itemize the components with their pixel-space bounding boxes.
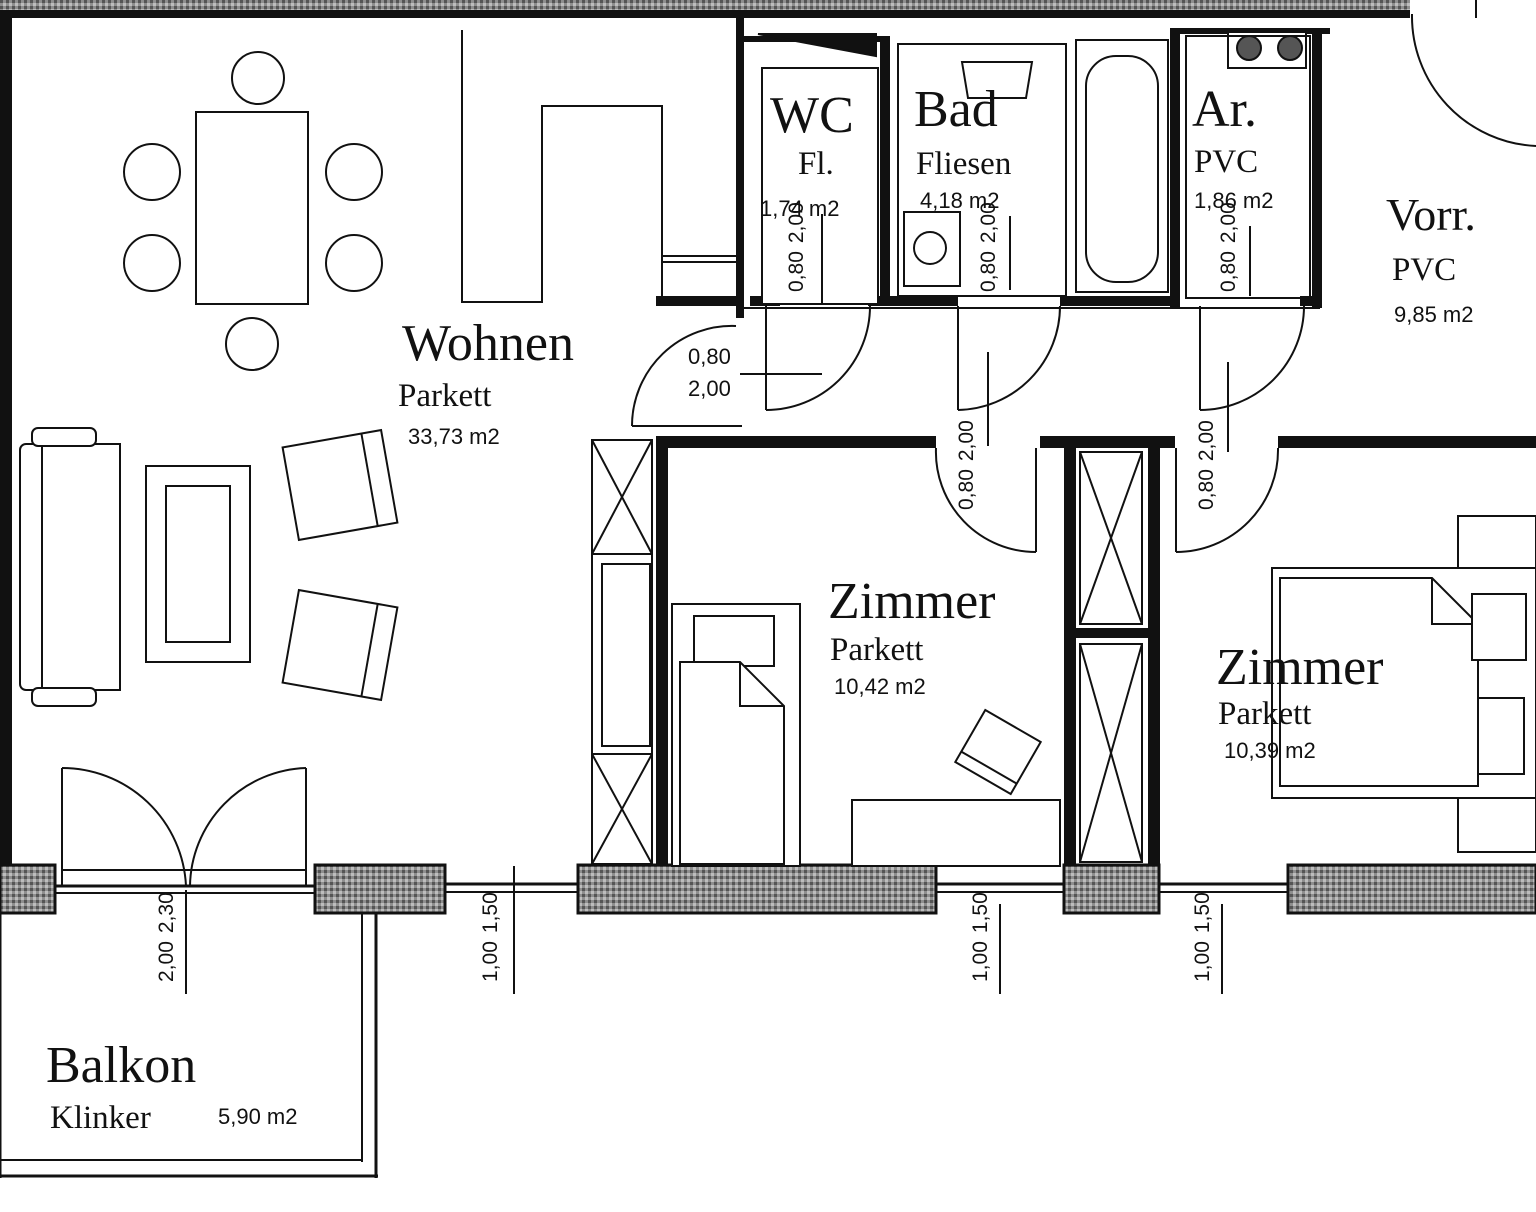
bedroom2-furniture <box>1271 515 1536 853</box>
sofa <box>19 427 251 707</box>
bad-name: Bad <box>914 81 998 138</box>
wohnen-door-height: 2,00 <box>688 376 731 401</box>
wc-area: 1,74 m2 <box>760 196 840 221</box>
wohnen-name: Wohnen <box>402 315 574 372</box>
closet <box>1079 451 1143 863</box>
ar-material: PVC <box>1194 144 1259 180</box>
zimmer2-door-dims: 0,80 2,00 <box>1195 420 1218 510</box>
bad-door-width: 0,80 <box>977 251 1000 292</box>
wohnen-window-dims: 1,00 1,50 <box>479 892 502 982</box>
wohnen-window-width: 1,00 <box>479 941 502 982</box>
bad-material: Fliesen <box>916 146 1012 182</box>
bad-area: 4,18 m2 <box>920 188 1000 213</box>
ar-door-width: 0,80 <box>1217 251 1240 292</box>
wohnen-door-dims: 0,80 2,00 <box>688 346 731 400</box>
windows <box>55 882 1288 894</box>
kitchen-counter <box>461 30 736 303</box>
zimmer1-window-dims: 1,00 1,50 <box>969 892 992 982</box>
zimmer2-area: 10,39 m2 <box>1224 738 1316 763</box>
vorr-material: PVC <box>1392 252 1457 288</box>
balcony-door-width: 2,00 <box>155 941 178 982</box>
bathroom-fixtures <box>757 31 1311 305</box>
wc-name: WC <box>770 87 854 144</box>
zimmer1-door-width: 0,80 <box>955 469 978 510</box>
zimmer1-door-height: 2,00 <box>955 420 978 462</box>
zimmer2-material: Parkett <box>1218 696 1312 732</box>
zimmer1-door-dims: 0,80 2,00 <box>955 420 978 510</box>
zimmer1-area: 10,42 m2 <box>834 674 926 699</box>
bad-door-height: 2,00 <box>977 202 1000 244</box>
balkon-name: Balkon <box>46 1037 197 1094</box>
ar-door-height: 2,00 <box>1217 202 1240 244</box>
balcony <box>0 913 378 1178</box>
zimmer1-name: Zimmer <box>828 573 996 630</box>
balcony-door-height: 2,30 <box>155 892 178 934</box>
zimmer2-door-width: 0,80 <box>1195 469 1218 510</box>
dining-table <box>123 51 383 371</box>
balkon-area: 5,90 m2 <box>218 1104 298 1129</box>
armchairs <box>281 428 399 702</box>
wc-door-width: 0,80 <box>785 251 808 292</box>
vorr-name: Vorr. <box>1386 189 1476 240</box>
zimmer2-window-width: 1,00 <box>1191 941 1214 982</box>
door-swings <box>631 0 1536 553</box>
zimmer2-name: Zimmer <box>1216 639 1384 696</box>
zimmer1-window-height: 1,50 <box>969 892 992 934</box>
wc-door-dims: 0,80 2,00 <box>785 202 808 292</box>
balcony-door-dims: 2,00 2,30 <box>155 892 178 982</box>
zimmer1-material: Parkett <box>830 632 924 668</box>
dimension-lines <box>185 214 1251 994</box>
wohnen-material: Parkett <box>398 378 492 414</box>
outer-walls <box>0 0 1536 915</box>
wc-door-height: 2,00 <box>785 202 808 244</box>
zimmer1-window-width: 1,00 <box>969 941 992 982</box>
vorr-area: 9,85 m2 <box>1394 302 1474 327</box>
balcony-doors <box>61 766 307 887</box>
wc-material: Fl. <box>798 146 834 182</box>
bad-door-dims: 0,80 2,00 <box>977 202 1000 292</box>
zimmer2-window-height: 1,50 <box>1191 892 1214 934</box>
wohnen-area: 33,73 m2 <box>408 424 500 449</box>
wohnen-door-width: 0,80 <box>688 344 731 369</box>
zimmer2-door-height: 2,00 <box>1195 420 1218 462</box>
ar-name: Ar. <box>1192 81 1257 138</box>
ar-area: 1,86 m2 <box>1194 188 1274 213</box>
zimmer2-window-dims: 1,00 1,50 <box>1191 892 1214 982</box>
balkon-material: Klinker <box>50 1100 151 1136</box>
bedroom1-furniture <box>671 603 1061 867</box>
ar-door-dims: 0,80 2,00 <box>1217 202 1240 292</box>
wardrobe <box>591 439 653 865</box>
wohnen-window-height: 1,50 <box>479 892 502 934</box>
